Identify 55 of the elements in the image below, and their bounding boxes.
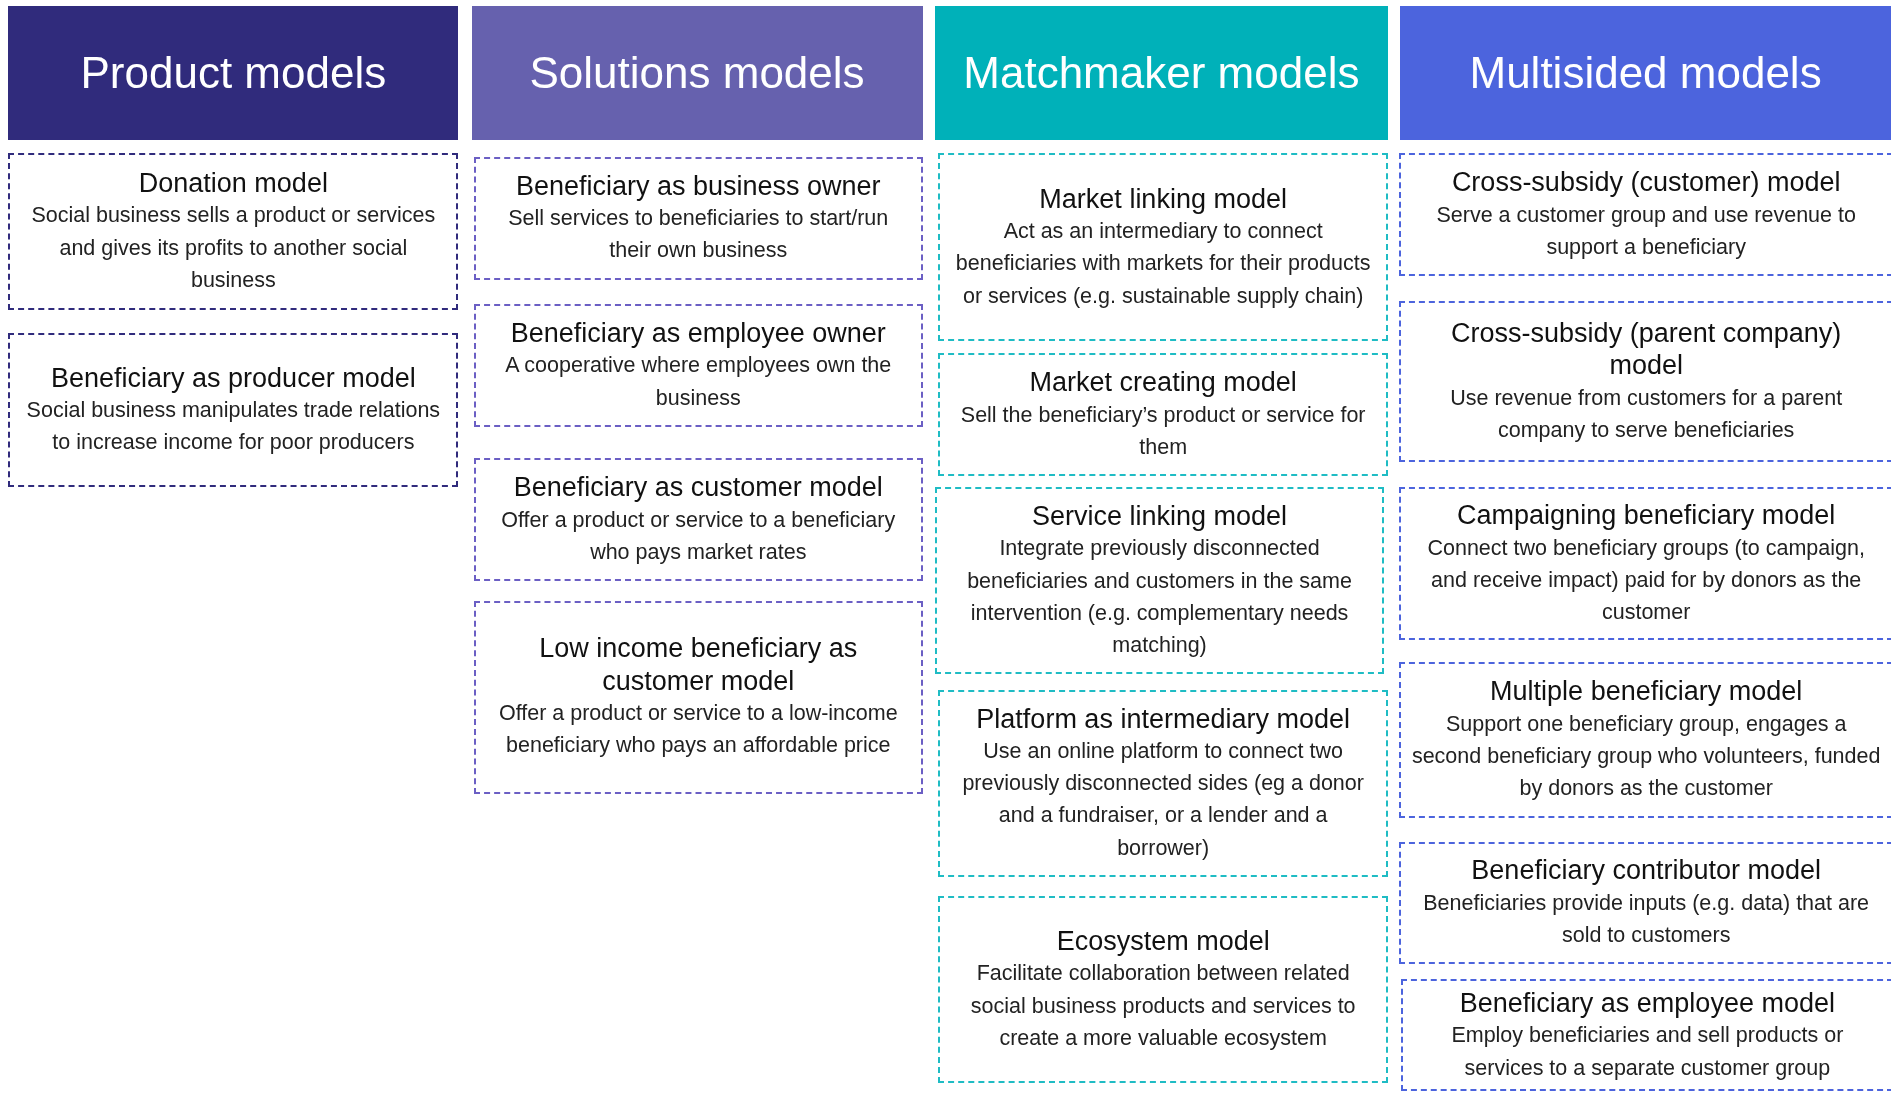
model-card [473,303,923,427]
model-card [938,896,1389,1083]
card-description: Employ beneficiaries and sell products or services to a separate customer group [1450,1022,1845,1082]
model-card [473,600,923,794]
card-title: Low income beneficiary as customer model [538,632,859,698]
card-title: Cross-subsidy (customer) model [1451,166,1841,199]
card-description: Support one beneficiary group, engages a second beneficiary group who volunteers, funded by donors as the customer [1410,710,1882,803]
column-header: Solutions models [471,6,923,140]
model-card [1398,301,1891,462]
model-card [938,353,1389,477]
card-description: Offer a product or service to a low-income beneficiary who pays an affordable price [497,700,899,760]
model-card [1398,841,1891,964]
card-description: Connect two beneficiary groups (to campaign, and receive impact) paid for by donors as the customer [1426,534,1866,627]
card-title: Service linking model [1032,500,1288,533]
card-title: Beneficiary as business owner [515,169,881,203]
model-card [934,487,1385,675]
model-card [1398,153,1891,277]
card-description: Facilitate collaboration between related social business products and services to create a more valuable ecosystem [969,960,1357,1052]
model-card [1398,662,1891,818]
card-description: Social business manipulates trade relations to increase income for poor producers [25,396,442,457]
column-header: Multisided models [1400,6,1891,140]
card-title: Beneficiary as employee owner [510,316,886,350]
model-card [8,332,459,488]
card-description: Beneficiaries provide inputs (e.g. data) that are sold to customers [1422,889,1871,949]
model-card [938,689,1389,877]
card-description: Sell the beneficiary’s product or service for them [959,401,1367,462]
card-title: Multiple beneficiary model [1490,675,1803,708]
column-header: Product models [8,6,459,140]
card-description: Use an online platform to connect two previously disconnected sides (eg a donor and a fundraiser, or a lender and a borrower) [961,738,1365,862]
model-card [8,153,459,310]
model-card [1398,487,1891,641]
card-title: Campaigning beneficiary model [1457,499,1836,532]
card-title: Platform as intermediary model [976,702,1350,735]
card-description: Social business sells a product or services and gives its profits to another social business [30,202,437,294]
card-description: A cooperative where employees own the business [504,352,893,412]
card-title: Ecosystem model [1056,924,1270,958]
card-title: Donation model [138,166,328,200]
column-header: Matchmaker models [934,6,1389,140]
card-description: Offer a product or service to a beneficiary who pays market rates [500,506,897,566]
model-card [473,156,923,280]
card-title: Market creating model [1029,366,1297,399]
model-card [938,153,1389,342]
card-title: Beneficiary as producer model [51,361,416,394]
card-title: Market linking model [1039,182,1287,216]
model-card [1401,979,1891,1092]
card-description: Act as an intermediary to connect beneficiaries with markets for their products or services (e.g. sustainable supply chain) [954,218,1372,310]
card-description: Integrate previously disconnected beneficiaries and customers in the same intervention (e.g. complementary needs matching) [966,535,1353,660]
card-title: Cross-subsidy (parent company) model [1450,317,1843,382]
card-title: Beneficiary as customer model [513,471,883,504]
model-card [473,458,923,582]
card-description: Serve a customer group and use revenue to support a beneficiary [1435,201,1857,261]
card-description: Sell services to beneficiaries to start/run their own business [507,205,890,265]
card-title: Beneficiary as employee model [1459,986,1835,1020]
card-description: Use revenue from customers for a parent company to serve beneficiaries [1449,384,1844,445]
card-title: Beneficiary contributor model [1471,854,1821,887]
